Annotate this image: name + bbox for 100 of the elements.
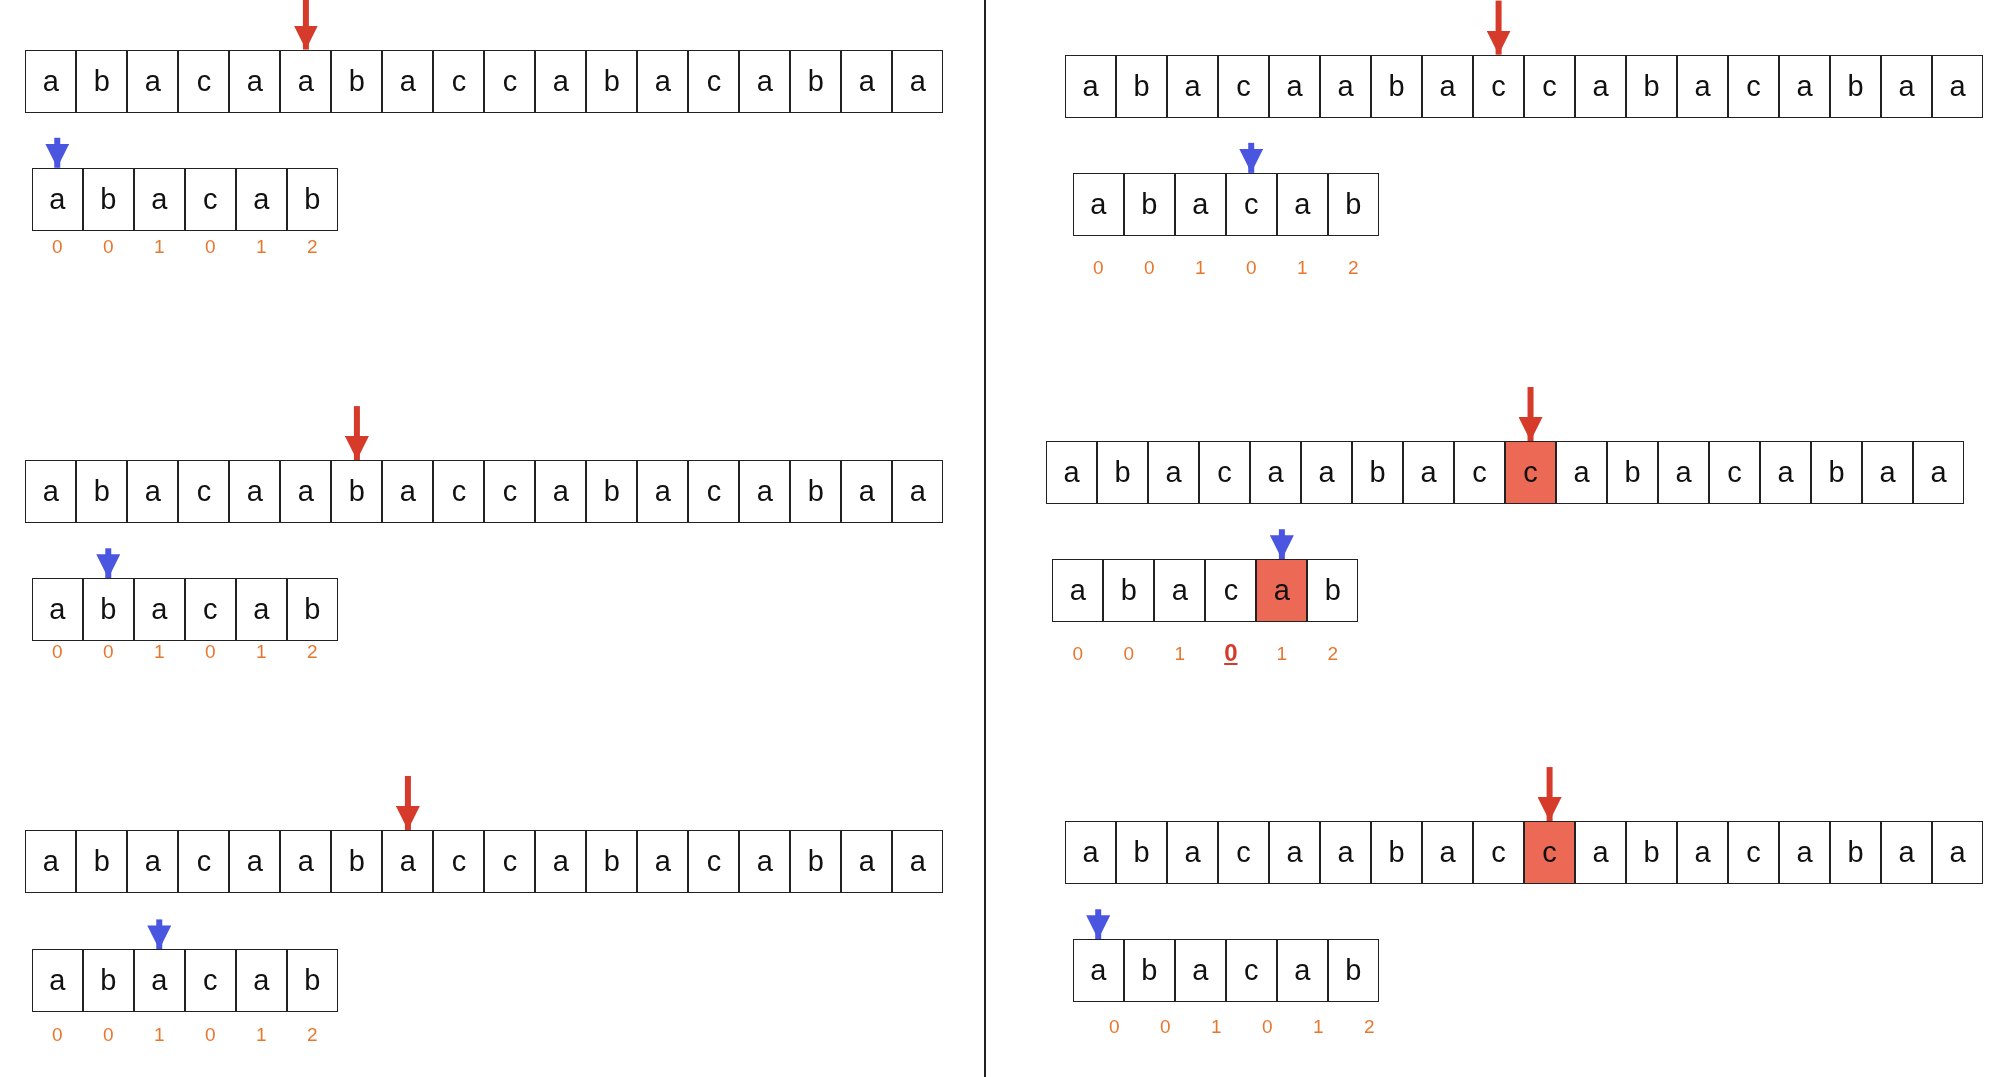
character-cell: a [229,829,281,893]
character-cell: b [790,49,842,113]
next-value: 0 [1122,643,1136,666]
next-value: 0 [203,236,217,259]
next-value: 1 [1275,643,1289,666]
character-cell: b [331,49,383,113]
character-cell: c [688,49,740,113]
character-cell: b [1097,441,1149,505]
next-value: 0 [1158,1015,1172,1038]
pointer-arrow [293,0,318,50]
character-cell: a [1052,559,1104,623]
character-cell: a [1148,441,1200,505]
character-cell: a [1320,54,1372,118]
character-cell: c [1199,441,1251,505]
character-cell: c [1709,441,1761,505]
pointer-arrow [395,775,420,830]
character-cell: b [76,829,128,893]
character-cell: a [1862,441,1914,505]
character-cell: b [76,49,128,113]
character-cell: a [235,578,287,642]
character-cell: a [1154,559,1206,623]
character-cell: a [1250,441,1302,505]
character-cell: a [382,829,434,893]
pointer-arrow [1486,0,1511,55]
character-cell: a [280,829,332,893]
character-cell: c [688,829,740,893]
next-value: 1 [152,640,166,663]
character-cell: b [82,167,134,231]
character-cell: b [1811,441,1863,505]
next-value: 1 [1311,1015,1325,1038]
character-cell: a [1072,172,1124,236]
character-cell: c [433,829,485,893]
character-cell: a [1269,54,1321,118]
character-cell: b [1103,559,1155,623]
character-cell: a [127,49,179,113]
character-cell: a [1677,821,1729,885]
character-cell: a [229,49,281,113]
character-cell: b [586,460,638,524]
character-cell: a [1174,939,1226,1003]
character-cell: b [286,167,338,231]
character-cell: a [1046,441,1098,505]
character-cell: c [178,49,230,113]
next-value: 0 [101,1024,115,1047]
next-value: 2 [305,640,319,663]
character-cell: c [1454,441,1506,505]
character-cell: c [1524,54,1576,118]
character-cell: a [1167,821,1219,885]
character-cell: a [535,829,587,893]
character-cell: b [82,949,134,1013]
character-cell: a [229,460,281,524]
character-cell: a [1677,54,1729,118]
pointer-arrow [96,548,121,579]
character-cell: c [1225,172,1277,236]
character-cell: b [1116,821,1168,885]
pointer-arrow [1269,529,1294,560]
next-value: 1 [152,1024,166,1047]
character-cell: b [1830,821,1882,885]
character-cell: a [1256,559,1308,623]
character-cell: a [25,829,77,893]
character-cell: c [1218,54,1270,118]
character-cell: a [637,49,689,113]
next-value: 1 [1209,1015,1223,1038]
pointer-arrow [1518,387,1543,442]
next-value: 2 [1362,1015,1376,1038]
character-cell: a [1320,821,1372,885]
character-cell: b [1371,821,1423,885]
next-value: 0 [50,236,64,259]
character-cell: b [1307,559,1359,623]
next-value: 0 [50,640,64,663]
character-cell: a [1269,821,1321,885]
next-value: 2 [305,236,319,259]
character-cell: b [331,829,383,893]
character-cell: c [484,460,536,524]
pointer-arrow [1239,142,1264,173]
character-cell: a [1658,441,1710,505]
character-cell: a [1174,172,1226,236]
pointer-arrow [45,137,70,168]
character-cell: a [841,829,893,893]
character-cell: c [178,460,230,524]
character-cell: a [382,49,434,113]
character-cell: a [1575,821,1627,885]
character-cell: a [25,49,77,113]
character-cell: a [1932,54,1984,118]
character-cell: b [286,578,338,642]
next-value: 2 [1346,256,1360,279]
character-cell: a [1422,54,1474,118]
character-cell: a [382,460,434,524]
character-cell: a [892,829,944,893]
character-cell: c [1473,54,1525,118]
character-cell: a [739,829,791,893]
character-cell: a [1932,821,1984,885]
character-cell: a [535,49,587,113]
next-value: 1 [254,640,268,663]
next-value: 0 [203,640,217,663]
character-cell: c [484,49,536,113]
character-cell: b [1116,54,1168,118]
character-cell: a [280,460,332,524]
character-cell: a [637,829,689,893]
character-cell: a [280,49,332,113]
character-cell: a [1779,821,1831,885]
